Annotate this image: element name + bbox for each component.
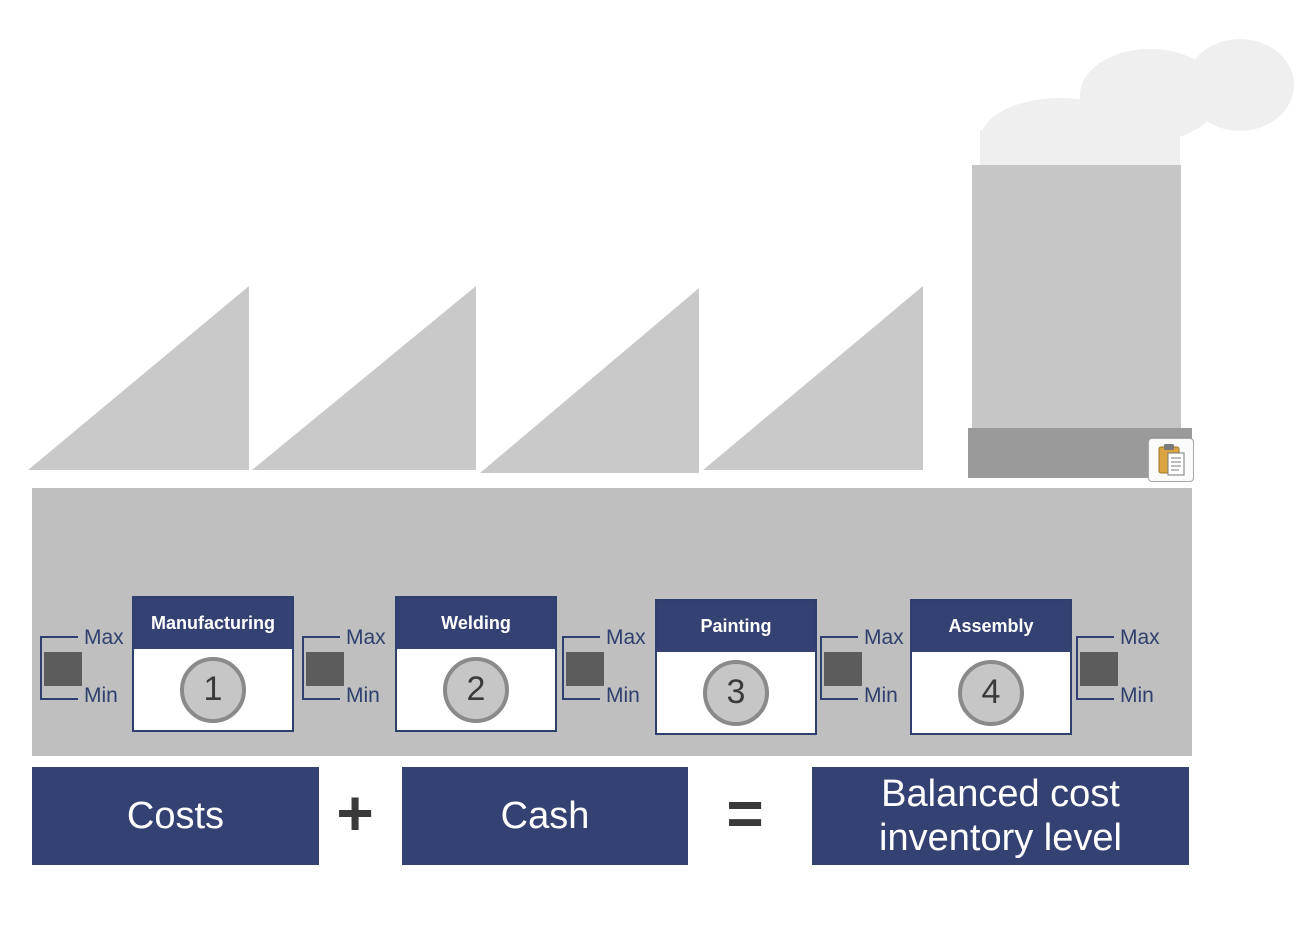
inventory-block: [1080, 652, 1118, 686]
buffer-max-label: Max: [84, 626, 124, 649]
station-manufacturing: Manufacturing 1: [132, 596, 294, 732]
inventory-block: [566, 652, 604, 686]
buffer-min-label: Min: [606, 684, 640, 707]
buffer-5: Max Min: [1076, 626, 1166, 707]
station-number-badge: 2: [443, 657, 509, 723]
roof-tooth-4: [703, 286, 923, 470]
result-line-1: Balanced cost: [881, 773, 1120, 815]
inventory-block: [306, 652, 344, 686]
buffer-bracket: [40, 636, 78, 700]
station-number-badge: 3: [703, 660, 769, 726]
costs-label: Costs: [126, 795, 225, 837]
buffer-max-label: Max: [346, 626, 386, 649]
result-box: Balanced cost inventory level: [812, 767, 1189, 865]
equals-operator: =: [726, 777, 764, 849]
paste-clipboard-icon[interactable]: [1148, 438, 1194, 482]
costs-box: Costs: [32, 767, 319, 865]
buffer-min-label: Min: [84, 684, 118, 707]
inventory-block: [44, 652, 82, 686]
roof-tooth-2: [252, 286, 476, 470]
buffer-max-label: Max: [1120, 626, 1160, 649]
station-assembly: Assembly 4: [910, 599, 1072, 735]
buffer-4: Max Min: [820, 626, 910, 707]
result-line-2: inventory level: [879, 817, 1122, 859]
buffer-min-label: Min: [346, 684, 380, 707]
station-title: Painting: [657, 601, 815, 652]
buffer-bracket: [302, 636, 340, 700]
buffer-max-label: Max: [606, 626, 646, 649]
inventory-block: [824, 652, 862, 686]
station-title: Welding: [397, 598, 555, 649]
smoke-cloud: [980, 39, 1294, 182]
roof-tooth-1: [28, 286, 249, 470]
chimney: [972, 165, 1181, 430]
buffer-bracket: [562, 636, 600, 700]
station-welding: Welding 2: [395, 596, 557, 732]
buffer-max-label: Max: [864, 626, 904, 649]
buffer-bracket: [1076, 636, 1114, 700]
buffer-min-label: Min: [1120, 684, 1154, 707]
buffer-1: Max Min: [40, 626, 130, 707]
buffer-3: Max Min: [562, 626, 652, 707]
buffer-bracket: [820, 636, 858, 700]
buffer-min-label: Min: [864, 684, 898, 707]
roof-tooth-3: [480, 288, 699, 473]
station-number-badge: 4: [958, 660, 1024, 726]
station-title: Manufacturing: [134, 598, 292, 649]
plus-operator: +: [336, 777, 374, 849]
cash-label: Cash: [500, 795, 590, 837]
station-number-badge: 1: [180, 657, 246, 723]
cash-box: Cash: [402, 767, 688, 865]
buffer-2: Max Min: [302, 626, 392, 707]
station-title: Assembly: [912, 601, 1070, 652]
station-painting: Painting 3: [655, 599, 817, 735]
